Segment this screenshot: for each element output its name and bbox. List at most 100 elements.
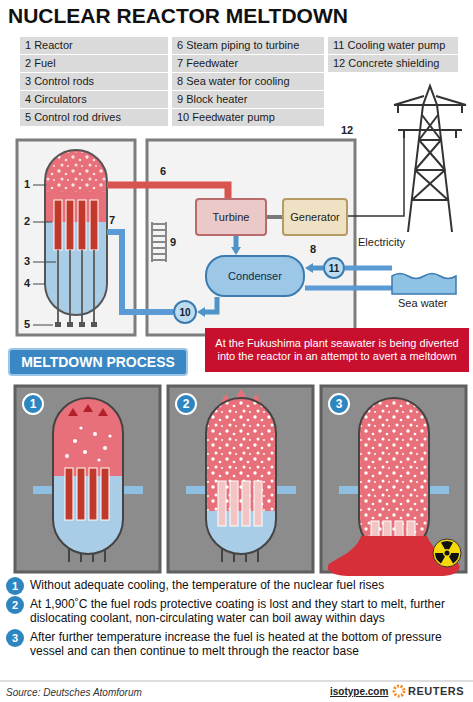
fuel-rod [101,468,109,520]
panel-ground [168,386,313,572]
callout-number: 4 [24,277,30,290]
fuel-rod [77,468,85,520]
control-rod [69,250,71,322]
condenser-drum: Condenser [205,255,305,297]
containment-box [17,140,135,335]
step-circle: 3 [328,393,350,415]
key-entry: 10 Feedwater pump [172,109,324,126]
steam-pipe [107,185,228,198]
insulator [397,105,399,113]
panel-ground [15,386,160,572]
heater-fin [152,253,166,255]
fuel-rod [230,481,238,526]
part-label: Electricity [358,236,405,249]
bubbles [206,398,276,511]
meltdown-panel [15,386,160,572]
fuel-rod [78,200,86,250]
pylon-brace [422,115,441,140]
trefoil [435,541,459,563]
coolant-water [206,398,276,554]
hot-zone [359,398,429,554]
fuel-rods [65,468,109,520]
pylon-brace [419,140,445,170]
pipe-stub [339,486,361,494]
reuters-logo [394,686,404,696]
credit: REUTERS [408,685,464,698]
pylon-legs [408,86,452,232]
key-entry: 11 Cooling water pump [328,37,458,54]
bubble [83,450,87,454]
leader-line [33,262,56,263]
vessel-fill [359,398,429,554]
leader-line [33,185,47,186]
arrow-head [231,247,241,255]
control-rod [81,250,83,322]
node-text: MELTDOWN PROCESS [21,354,175,370]
step-text: After further temperature increase the f… [30,630,466,658]
fuel-rods [218,481,262,526]
step-circle: 2 [6,596,24,614]
node-text: Condenser [228,270,282,282]
rod-drive [91,322,97,327]
chart-title: NUCLEAR REACTOR MELTDOWN [8,4,348,28]
radiation-disc [433,539,461,567]
callout-box: At the Fukushima plant seawater is being… [205,328,469,372]
sea-intake-pipe [345,266,392,271]
key-entry: 9 Block heater [172,91,324,108]
node-text: 1 [30,397,37,411]
key-entry: 8 Sea water for cooling [172,73,324,90]
insulator [403,130,405,138]
step-text: Without adequate cooling, the temperatur… [30,578,466,592]
pipe-line [204,297,217,312]
callout-number: 9 [170,236,176,249]
hot-zone [53,398,123,476]
pylon-brace [419,139,441,141]
node-text: 10 [179,307,190,318]
coolant-water [53,398,123,554]
part-label: Sea water [398,297,448,310]
power-line [348,138,404,216]
pylon-brace [412,199,448,201]
reactor-vessel-fill [45,150,107,315]
callout-number: 12 [341,124,353,137]
node-text: 3 [336,397,343,411]
pylon-arm [394,104,466,106]
meltdown-panel [321,386,466,576]
pump-circle: 11 [323,257,345,279]
step-circle: 3 [6,629,24,647]
pylon-arm [436,96,466,105]
footer-rule [0,681,473,682]
pipe-stub [121,486,143,494]
arrow-head [305,263,313,273]
rod-drive [79,322,85,327]
pipe-line [234,236,239,248]
node-text: 3 [12,632,18,644]
callout-number: 2 [24,215,30,228]
control-rod [57,250,59,322]
node-text: 1 [12,580,18,592]
callout-number: 5 [24,318,30,331]
step-circle: 1 [6,577,24,595]
fuel-rods [54,200,98,250]
pylon-brace [412,170,445,200]
fuel-rod [89,468,97,520]
key-entry: 6 Steam piping to turbine [172,37,324,54]
callout-number: 1 [24,178,30,191]
pipe-connector [267,217,282,218]
pylon-brace [415,170,448,200]
key-entry: 12 Concrete shielding [328,55,458,72]
generator-box: Generator [282,198,348,236]
fuel-rod [90,200,98,250]
pipe-line [267,215,282,219]
source-note: Source: Deutsches Atomforum [6,687,142,699]
callout-number: 8 [310,243,316,256]
pump-circle: 10 [173,300,197,324]
key-entry: 4 Circulators [20,91,168,108]
callout-number: 6 [160,165,166,178]
vessel-outline [53,398,123,554]
callout-number: 3 [24,255,30,268]
pipe-stub [274,486,296,494]
meltdown-panel [168,386,313,572]
pylon-brace [415,169,445,171]
key-entry: 3 Control rods [20,73,168,90]
